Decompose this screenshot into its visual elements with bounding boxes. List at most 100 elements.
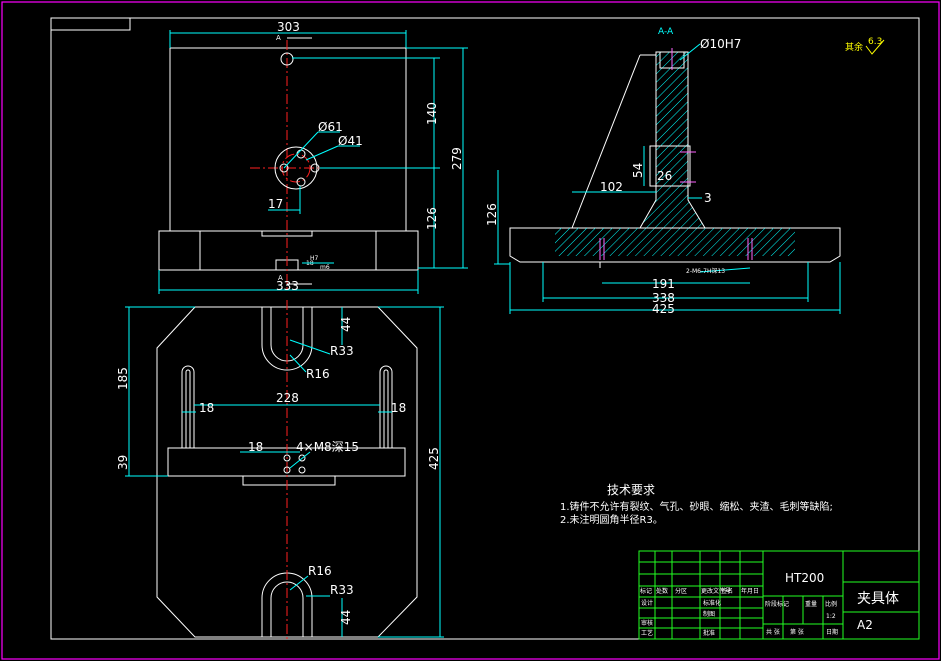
dim-191-text: 191 <box>652 277 675 291</box>
dim-102-text: 102 <box>600 180 623 194</box>
thread-note-text: 4×M8深15 <box>296 440 359 454</box>
dim-140-text: 140 <box>425 102 439 125</box>
tb-row-date: 年月日 <box>741 587 759 595</box>
left-rib <box>181 365 195 448</box>
dim-425-text: 425 <box>427 447 441 470</box>
r33-bottom-text: R33 <box>330 583 354 597</box>
dim-279-text: 279 <box>450 147 464 170</box>
top-view-base <box>158 230 419 271</box>
section-rib-diagonal <box>571 54 641 229</box>
section-base-hatch <box>555 228 795 256</box>
dim-44-top-text: 44 <box>339 317 353 332</box>
technical-notes: 技术要求 1.铸件不允许有裂纹、气孔、砂眼、缩松、夹渣、毛刺等缺陷; 2.未注明… <box>560 483 833 526</box>
dim-185-text: 185 <box>116 367 130 390</box>
r33-top-leader <box>289 339 331 355</box>
dim-18-right-text: 18 <box>391 401 406 415</box>
dia-10h7-leader <box>679 43 701 61</box>
bolt-hole-right <box>310 163 320 173</box>
plan-thread-hole-3 <box>283 454 291 462</box>
tb-material: HT200 <box>785 571 824 585</box>
dia-10h7-text: Ø10H7 <box>700 37 741 51</box>
section-upright <box>639 51 706 229</box>
flange-outer-circle <box>274 146 318 190</box>
right-rib <box>379 365 393 448</box>
tb-row-review: 审核 <box>641 619 653 627</box>
notes-line-2: 2.未注明圆角半径R3。 <box>560 513 663 526</box>
title-block-frame <box>638 550 920 640</box>
u-slot-bottom-inner <box>270 581 304 637</box>
plan-thread-hole-4 <box>298 454 306 462</box>
tb-ratio-value: 1:2 <box>826 613 836 620</box>
tb-row-mark: 标记 <box>640 587 652 595</box>
tb-row-sheet: 第 张 <box>790 628 804 636</box>
top-view-key-slot <box>261 231 313 237</box>
fit-m6-text: m6 <box>320 264 330 271</box>
section-mark-a-top: A <box>276 34 281 42</box>
tb-row-zone: 分区 <box>675 587 687 595</box>
r16-bottom-leader <box>289 575 309 591</box>
dim-338-text: 338 <box>652 291 675 305</box>
thread-note-leader <box>289 451 311 469</box>
dia-41-leader <box>305 145 339 161</box>
tb-row-signature: 签名 <box>721 587 733 595</box>
top-locating-hole <box>280 52 294 66</box>
dim-126-sec-text: 126 <box>485 203 499 226</box>
roughness-label: 其余 <box>845 41 863 53</box>
dim-303-text: 303 <box>277 20 300 34</box>
title-block: HT200 夹具体 A2 标记 处数 分区 更改文件号 签名 年月日 设计 标准… <box>638 550 920 640</box>
tb-row-change-doc: 更改文件号 <box>701 587 731 595</box>
notes-heading: 技术要求 <box>607 483 655 497</box>
fit-h7-text: H7 <box>310 255 319 262</box>
flange-bolt-circle <box>281 153 311 183</box>
tb-row-date2: 日期 <box>826 628 838 636</box>
dia-61-text: Ø61 <box>318 120 343 134</box>
section-mid-bore <box>649 145 691 187</box>
tb-row-drawn: 制图 <box>703 610 715 618</box>
r33-top-text: R33 <box>330 344 354 358</box>
tb-row-total: 共 张 <box>766 628 780 636</box>
dim-18-slot-text: 18 <box>248 440 263 454</box>
top-left-code-box <box>51 18 131 31</box>
plan-thread-hole-2 <box>298 466 306 474</box>
section-mark-a-bottom: A <box>278 274 283 282</box>
dim-228-text: 228 <box>276 391 299 405</box>
tb-sheet-size: A2 <box>857 618 873 632</box>
dia-41-text: Ø41 <box>338 134 363 148</box>
plan-thread-hole-1 <box>283 466 291 474</box>
section-label: A-A <box>658 27 674 37</box>
top-view: 303 A 140 279 126 Ø61 Ø41 17 H7 18 m6 33… <box>158 20 468 294</box>
dim-126-text: 126 <box>425 207 439 230</box>
inner-frame <box>50 17 920 640</box>
dim-17-text: 17 <box>268 197 283 211</box>
roughness-symbol: 其余 6.3 <box>845 37 885 55</box>
top-view-plate <box>169 47 407 232</box>
dim-425-sec-text: 425 <box>652 302 675 316</box>
tb-part-name: 夹具体 <box>857 591 899 607</box>
dim-54-text: 54 <box>631 163 645 178</box>
notes-line-1: 1.铸件不允许有裂纹、气孔、砂眼、缩松、夹渣、毛刺等缺陷; <box>560 500 833 513</box>
roughness-check-icon <box>865 39 885 55</box>
dim-333-text: 333 <box>276 279 299 293</box>
r16-top-text: R16 <box>306 367 330 381</box>
u-slot-top <box>261 307 313 371</box>
section-view: A-A Ø10H7 54 26 102 3 126 2-M6-7H深13 191 <box>485 27 841 316</box>
tb-row-process: 工艺 <box>641 629 653 637</box>
tb-row-design: 设计 <box>641 599 653 607</box>
plan-key <box>242 475 336 486</box>
dim-3-text: 3 <box>704 191 712 205</box>
bolt-hole-bottom <box>296 177 306 187</box>
dia-61-leader <box>283 131 319 169</box>
hole-note-leader <box>699 267 751 273</box>
tb-row-ratio: 比例 <box>825 600 837 608</box>
plan-view: 44 R33 R16 185 18 228 18 18 4×M8深15 39 4… <box>116 300 444 640</box>
tb-row-stage: 阶段标记 <box>765 600 789 608</box>
tb-row-count: 处数 <box>656 587 668 595</box>
r16-top-leader <box>289 354 307 373</box>
section-base-outline <box>509 227 841 263</box>
dim-26-text: 26 <box>657 169 672 183</box>
bolt-hole-left <box>279 163 289 173</box>
r16-bottom-text: R16 <box>308 564 332 578</box>
u-slot-top-inner <box>270 307 304 362</box>
